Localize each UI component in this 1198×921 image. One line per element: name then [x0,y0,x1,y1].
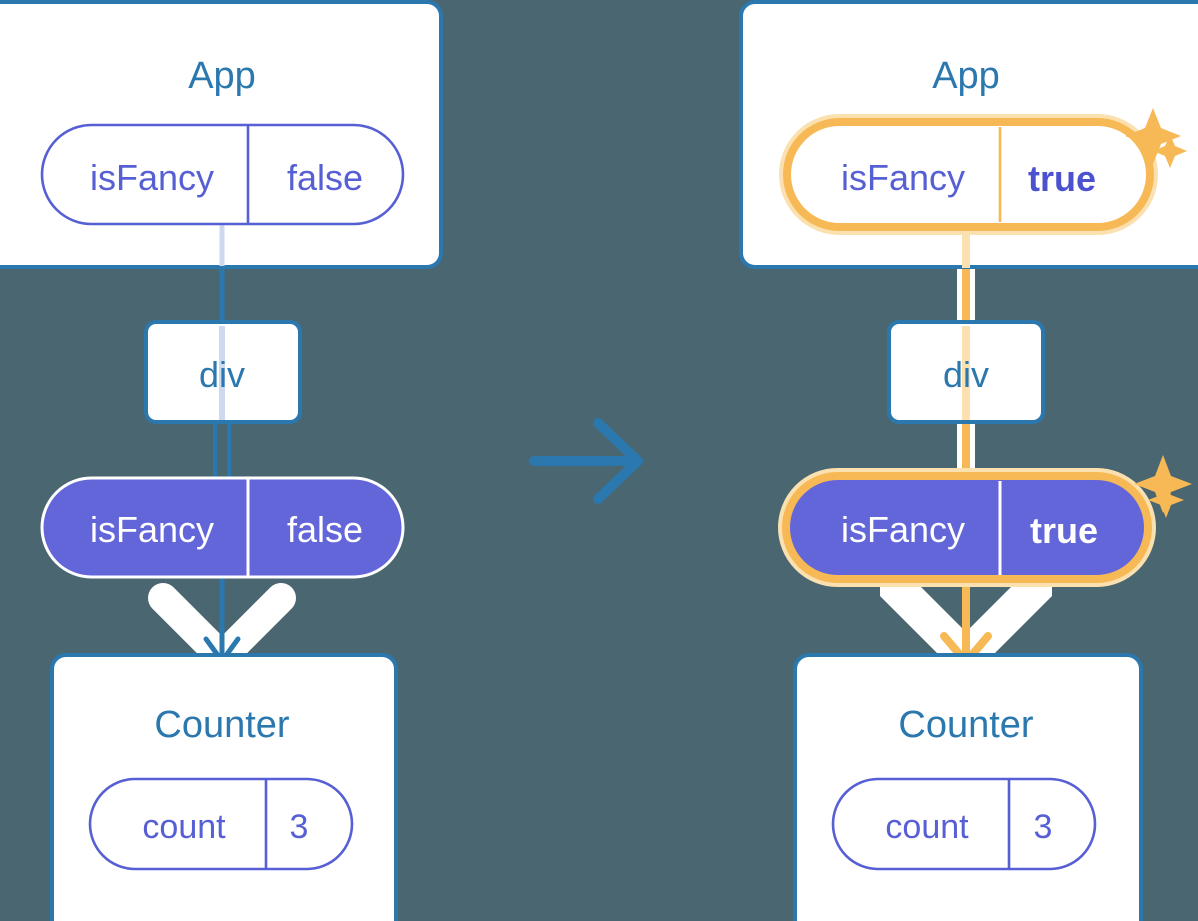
div-node-label-before: div [199,354,245,395]
div-node-label-after: div [943,354,989,395]
state-pill-key-after: isFancy [841,157,965,198]
state-pill-value-after: true [1028,158,1096,199]
state-pill-isfancy-after: isFancy true [841,127,1096,222]
prop-pill-isfancy-before: isFancy false [40,476,405,579]
counter-state-value-after: 3 [1034,808,1053,846]
state-pill-key-before: isFancy [90,157,214,198]
app-card-title-after: App [932,55,1000,97]
prop-pill-highlight-ring-after [778,468,1156,587]
counter-card-before: Counter count 3 [50,653,398,921]
div-node-after: div [887,320,1045,424]
counter-card-title-before: Counter [154,704,290,746]
prop-pill-value-after: true [1030,510,1098,551]
app-card-before: App isFancy false [0,0,443,269]
sparkle-small-icon-app-after [1153,134,1187,168]
prop-pill-isfancy-after: isFancy true [841,481,1098,575]
counter-card-title-after: Counter [898,704,1034,746]
sparkle-large-icon-app-after [1125,108,1181,164]
app-card-title-before: App [188,55,256,97]
div-node-before: div [144,320,302,424]
sparkle-small-icon-prop-after [1148,482,1184,518]
counter-state-pill-before: count 3 [88,777,354,871]
counter-state-pill-after: count 3 [831,777,1097,871]
prop-pill-key-before: isFancy [90,509,214,550]
counter-card-after: Counter count 3 [793,653,1143,921]
prop-pill-value-before: false [287,509,363,550]
prop-pill-key-after: isFancy [841,509,965,550]
state-pill-highlight-ring-after [779,114,1158,235]
prop-broadcast-fan-after [876,578,1056,682]
state-pill-value-before: false [287,157,363,198]
sparkle-large-icon-prop-after [1134,455,1192,513]
transition-arrow-right-icon [529,418,643,504]
app-card-after: App isFancy true [739,0,1198,269]
counter-state-key-before: count [142,808,226,846]
state-pill-isfancy-before: isFancy false [40,123,405,226]
counter-state-value-before: 3 [290,808,309,846]
counter-state-key-after: count [885,808,969,846]
